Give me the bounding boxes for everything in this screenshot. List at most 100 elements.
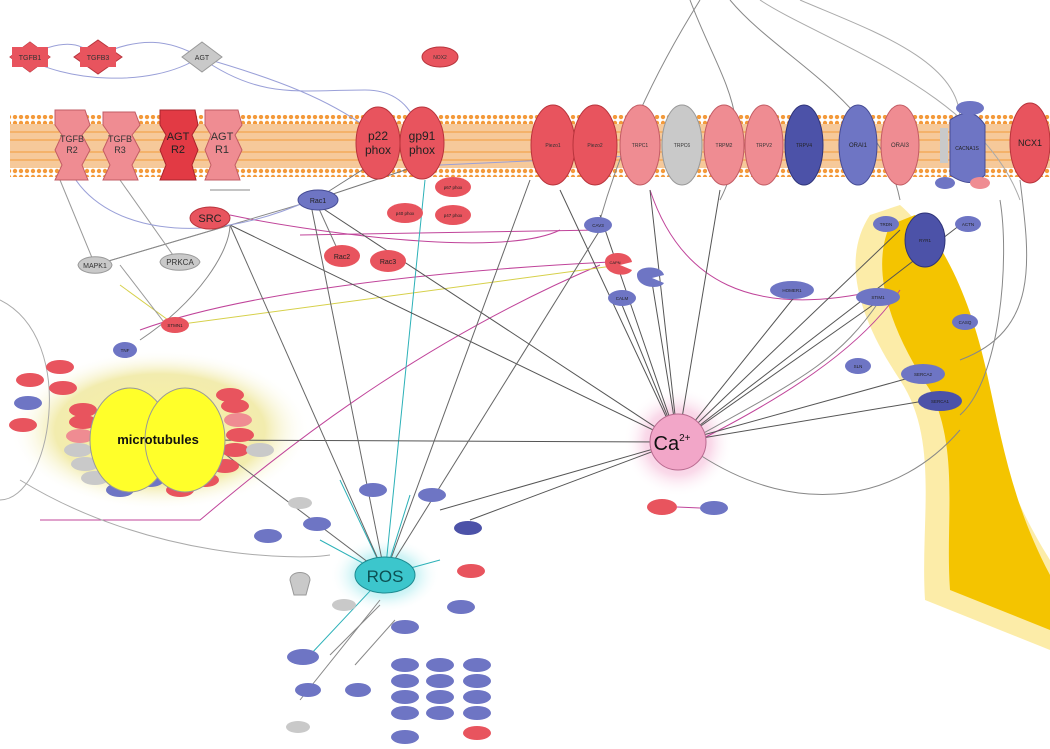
node-serca1: SERCA1 (918, 391, 962, 411)
serca1-label: SERCA1 (931, 399, 950, 404)
agtr2-label-2: R2 (171, 144, 185, 156)
agtr1-label-2: R1 (215, 144, 229, 156)
node-tnf: TNF (113, 342, 137, 358)
node-nox2: NOX2 (421, 46, 459, 68)
p67-label: p67 phox (444, 185, 463, 190)
serca2-label: SERCA2 (914, 372, 933, 377)
tgfbr2-label-2: R2 (66, 145, 78, 155)
node-serca2: SERCA2 (901, 364, 945, 384)
ligand-tgfb1: TGFB1 (9, 41, 51, 73)
channel-orai1: ORAI1 (838, 104, 878, 186)
homer1-label: HOMER1 (782, 288, 802, 293)
agtr2-label-1: AGT (167, 131, 190, 143)
channel-trpc6: TRPC6 (661, 104, 703, 186)
p40-label: p40 phox (396, 211, 415, 216)
p22-label-2: phox (365, 143, 391, 157)
tnf-label: TNF (121, 348, 130, 353)
ros-label: ROS (367, 567, 404, 586)
tgfb1-label: TGFB1 (19, 55, 42, 62)
tgfbr2-label-1: TGFB (60, 134, 84, 144)
trpv4-label: TRPV4 (796, 143, 812, 149)
agtr1-label-1: AGT (211, 131, 234, 143)
node-actn: ACTN (955, 216, 981, 232)
stim1-label: STIM1 (871, 295, 885, 300)
node-stmn1: STMN1 (161, 317, 189, 333)
channel-trpv4: TRPV4 (784, 104, 824, 186)
actn-label: ACTN (962, 222, 974, 227)
channel-cacna1s: CACNA1S (935, 101, 990, 189)
channel-piezo1: Piezo1 (530, 104, 576, 186)
src-label: SRC (198, 213, 221, 225)
node-cav3: CAV3 (584, 217, 612, 233)
casq-label: CASQ (959, 320, 972, 325)
node-p40phox: p40 phox (387, 203, 423, 223)
node-grid-1 (391, 658, 491, 744)
capn-label: CAPN (609, 260, 620, 265)
ros-neighbors (254, 483, 491, 744)
node-rac3: Rac3 (370, 250, 406, 272)
trpm2-label: TRPM2 (716, 143, 733, 149)
channel-trpc1: TRPC1 (619, 104, 661, 186)
ligand-tgfb3: TGFB3 (73, 39, 123, 75)
microtubule-complex: microtubules (9, 360, 274, 497)
tgfbr3-label-1: TGFB (108, 134, 132, 144)
node-p67phox: p67 phox (435, 177, 471, 197)
node-calm: CALM (608, 290, 636, 306)
node-calm-2 (637, 267, 664, 287)
node-capn: CAPN (605, 253, 632, 275)
prkca-label: PRKCA (166, 258, 194, 267)
trpv2-label: TRPV2 (756, 143, 772, 149)
sln-label: SLN (854, 364, 863, 369)
calm-label: CALM (616, 296, 629, 301)
node-red-below-ca (647, 499, 728, 515)
rac1-label: Rac1 (310, 198, 326, 205)
node-stim1: STIM1 (856, 288, 900, 306)
ligand-agt: AGT (181, 41, 223, 73)
node-src: SRC (189, 206, 231, 230)
orai1-label: ORAI1 (849, 143, 868, 149)
piezo2-label: Piezo2 (587, 143, 603, 149)
node-prkca: PRKCA (159, 253, 201, 271)
node-calcium: Ca2+ (649, 413, 707, 471)
piezo1-label: Piezo1 (545, 143, 561, 149)
stmn1-label: STMN1 (167, 323, 183, 328)
calcium-superscript: 2+ (679, 433, 691, 444)
node-casq: CASQ (952, 314, 978, 330)
agt-label: AGT (195, 55, 210, 62)
trdn-label: TRDN (880, 222, 893, 227)
sarcoplasmic-reticulum (855, 205, 1050, 650)
rac2-label: Rac2 (334, 254, 350, 261)
mapk1-label: MAPK1 (83, 263, 107, 270)
ryr1-label: RYR1 (919, 238, 931, 243)
calcium-label: Ca (654, 433, 680, 455)
cacna1s-label: CACNA1S (955, 146, 979, 152)
cav3-label: CAV3 (592, 223, 604, 228)
microtubules-label: microtubules (117, 432, 199, 447)
tgfb3-label: TGFB3 (87, 55, 110, 62)
node-sln: SLN (845, 358, 871, 374)
node-ryr1: RYR1 (904, 212, 946, 268)
channel-piezo2: Piezo2 (572, 104, 618, 186)
gp91-label-2: phox (409, 143, 435, 157)
interaction-edges (0, 0, 1028, 701)
trpc6-label: TRPC6 (674, 143, 691, 149)
tgfbr3-label-2: R3 (114, 145, 126, 155)
trpc1-label: TRPC1 (632, 143, 649, 149)
channel-ncx1: NCX1 (1009, 102, 1050, 184)
p47-label: p47 phox (444, 213, 463, 218)
node-ros: ROS (354, 556, 416, 594)
svg-text:Ca2+: Ca2+ (654, 433, 691, 455)
node-mapk1: MAPK1 (77, 256, 113, 274)
node-homer1: HOMER1 (770, 281, 814, 299)
